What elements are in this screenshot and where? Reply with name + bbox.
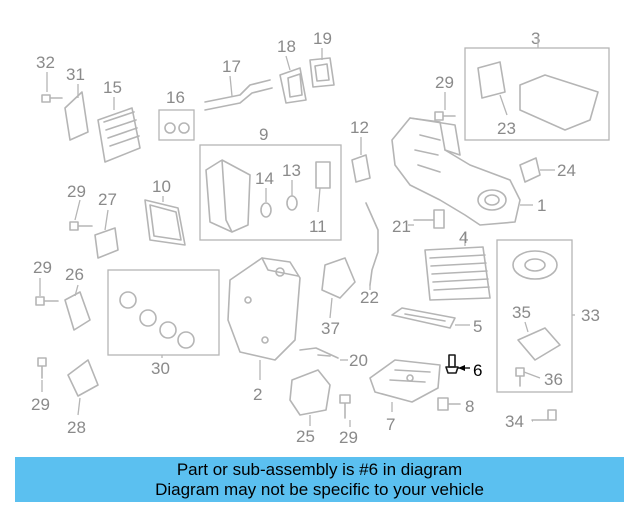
clip-16a: [164, 122, 176, 134]
callout-18[interactable]: 18: [277, 37, 296, 56]
caption-line-2: Diagram may not be specific to your vehi…: [155, 479, 484, 499]
pipe-17: [204, 79, 273, 111]
callout-10[interactable]: 10: [152, 177, 171, 196]
screw-29a: [69, 221, 93, 231]
callout-11[interactable]: 11: [309, 217, 327, 236]
ring-14: [260, 202, 272, 218]
callout-15[interactable]: 15: [103, 78, 122, 97]
bracket-27: [94, 227, 119, 259]
screw-29c: [37, 357, 47, 379]
lower-case: [227, 257, 301, 361]
callout-7[interactable]: 7: [386, 415, 395, 434]
actuator-30d: [177, 331, 195, 349]
ring-13: [286, 195, 298, 211]
callout-25[interactable]: 25: [296, 427, 315, 446]
screw-29b: [35, 296, 59, 306]
callout-23[interactable]: 23: [497, 119, 516, 138]
gasket-18: [279, 67, 307, 104]
callout-27[interactable]: 27: [98, 190, 117, 209]
callout-5[interactable]: 5: [473, 317, 482, 336]
caption-line-1: Part or sub-assembly is #6 in diagram: [176, 459, 463, 479]
group-box-9: [199, 144, 342, 241]
actuator-30a: [119, 291, 137, 309]
clip-16b: [178, 122, 190, 134]
callout-22[interactable]: 22: [360, 288, 379, 307]
group-box-3: [464, 47, 610, 141]
bolt-8: [437, 397, 461, 411]
blower-hub: [524, 258, 546, 272]
callout-30[interactable]: 30: [151, 359, 170, 378]
screw-34: [531, 409, 557, 421]
screw-32: [41, 94, 63, 103]
callout-24[interactable]: 24: [557, 161, 576, 180]
duct-3: [519, 74, 599, 131]
sensor-12: [351, 154, 371, 183]
callout-19[interactable]: 19: [313, 29, 332, 48]
callout-37[interactable]: 37: [321, 319, 340, 338]
callout-29d[interactable]: 29: [435, 73, 454, 92]
callout-6[interactable]: 6: [473, 361, 482, 380]
callout-12[interactable]: 12: [350, 118, 369, 137]
callout-36[interactable]: 36: [544, 370, 563, 389]
callout-35[interactable]: 35: [512, 303, 531, 322]
evaporator-15: [97, 107, 141, 163]
callout-29b[interactable]: 29: [33, 258, 52, 277]
callout-2[interactable]: 2: [253, 385, 262, 404]
callout-33[interactable]: 33: [581, 306, 600, 325]
callout-29c[interactable]: 29: [31, 395, 50, 414]
parts-diagram: 1 2 3 4 5 6 7 8 10 11 12 13 14 15 16 17 …: [31, 29, 610, 447]
bracket-31: [64, 91, 89, 141]
actuator-30b: [139, 309, 157, 327]
bolt-20: [299, 347, 339, 359]
callout-3[interactable]: 3: [531, 29, 540, 48]
callout-32[interactable]: 32: [36, 53, 55, 72]
callout-21[interactable]: 21: [392, 217, 411, 236]
bracket-26: [64, 291, 91, 331]
frame-10: [144, 199, 186, 246]
callout-14[interactable]: 14: [255, 169, 274, 188]
blower-motor: [512, 250, 558, 280]
callout-8[interactable]: 8: [465, 397, 474, 416]
hose-22: [365, 202, 379, 286]
callout-17[interactable]: 17: [222, 57, 241, 76]
screw-29d: [434, 111, 456, 121]
resistor-35: [517, 327, 561, 361]
callout-34[interactable]: 34: [505, 412, 524, 431]
module-25: [289, 369, 331, 416]
group-box-16: [158, 109, 195, 141]
part-23: [477, 61, 506, 99]
callout-1[interactable]: 1: [537, 196, 546, 215]
group-box-33: [496, 239, 573, 393]
group-box-30: [107, 269, 220, 356]
callout-26[interactable]: 26: [65, 265, 84, 284]
callout-29e[interactable]: 29: [339, 428, 358, 447]
callout-9[interactable]: 9: [259, 125, 268, 144]
cover-plate: [391, 307, 456, 329]
seal-9: [205, 159, 251, 233]
callout-16[interactable]: 16: [166, 88, 185, 107]
bolt-21: [413, 209, 445, 229]
callout-31[interactable]: 31: [66, 65, 85, 84]
bracket-28: [67, 359, 99, 397]
actuator-30c: [159, 321, 177, 339]
part-24: [519, 157, 541, 183]
caption-banner: Part or sub-assembly is #6 in diagram Di…: [15, 457, 624, 502]
callout-13[interactable]: 13: [282, 161, 301, 180]
callout-28[interactable]: 28: [67, 418, 86, 437]
callout-29a[interactable]: 29: [67, 182, 86, 201]
screw-highlighted: [445, 354, 459, 374]
part-11: [315, 161, 331, 189]
callout-20[interactable]: 20: [349, 351, 368, 370]
callout-4[interactable]: 4: [459, 228, 468, 247]
actuator-37: [321, 257, 356, 299]
lower-bracket: [369, 359, 441, 403]
screw-36: [515, 367, 525, 387]
screw-29e: [339, 394, 351, 419]
heater-housing: [391, 117, 521, 226]
gasket-19: [309, 57, 335, 88]
filter: [424, 246, 491, 301]
